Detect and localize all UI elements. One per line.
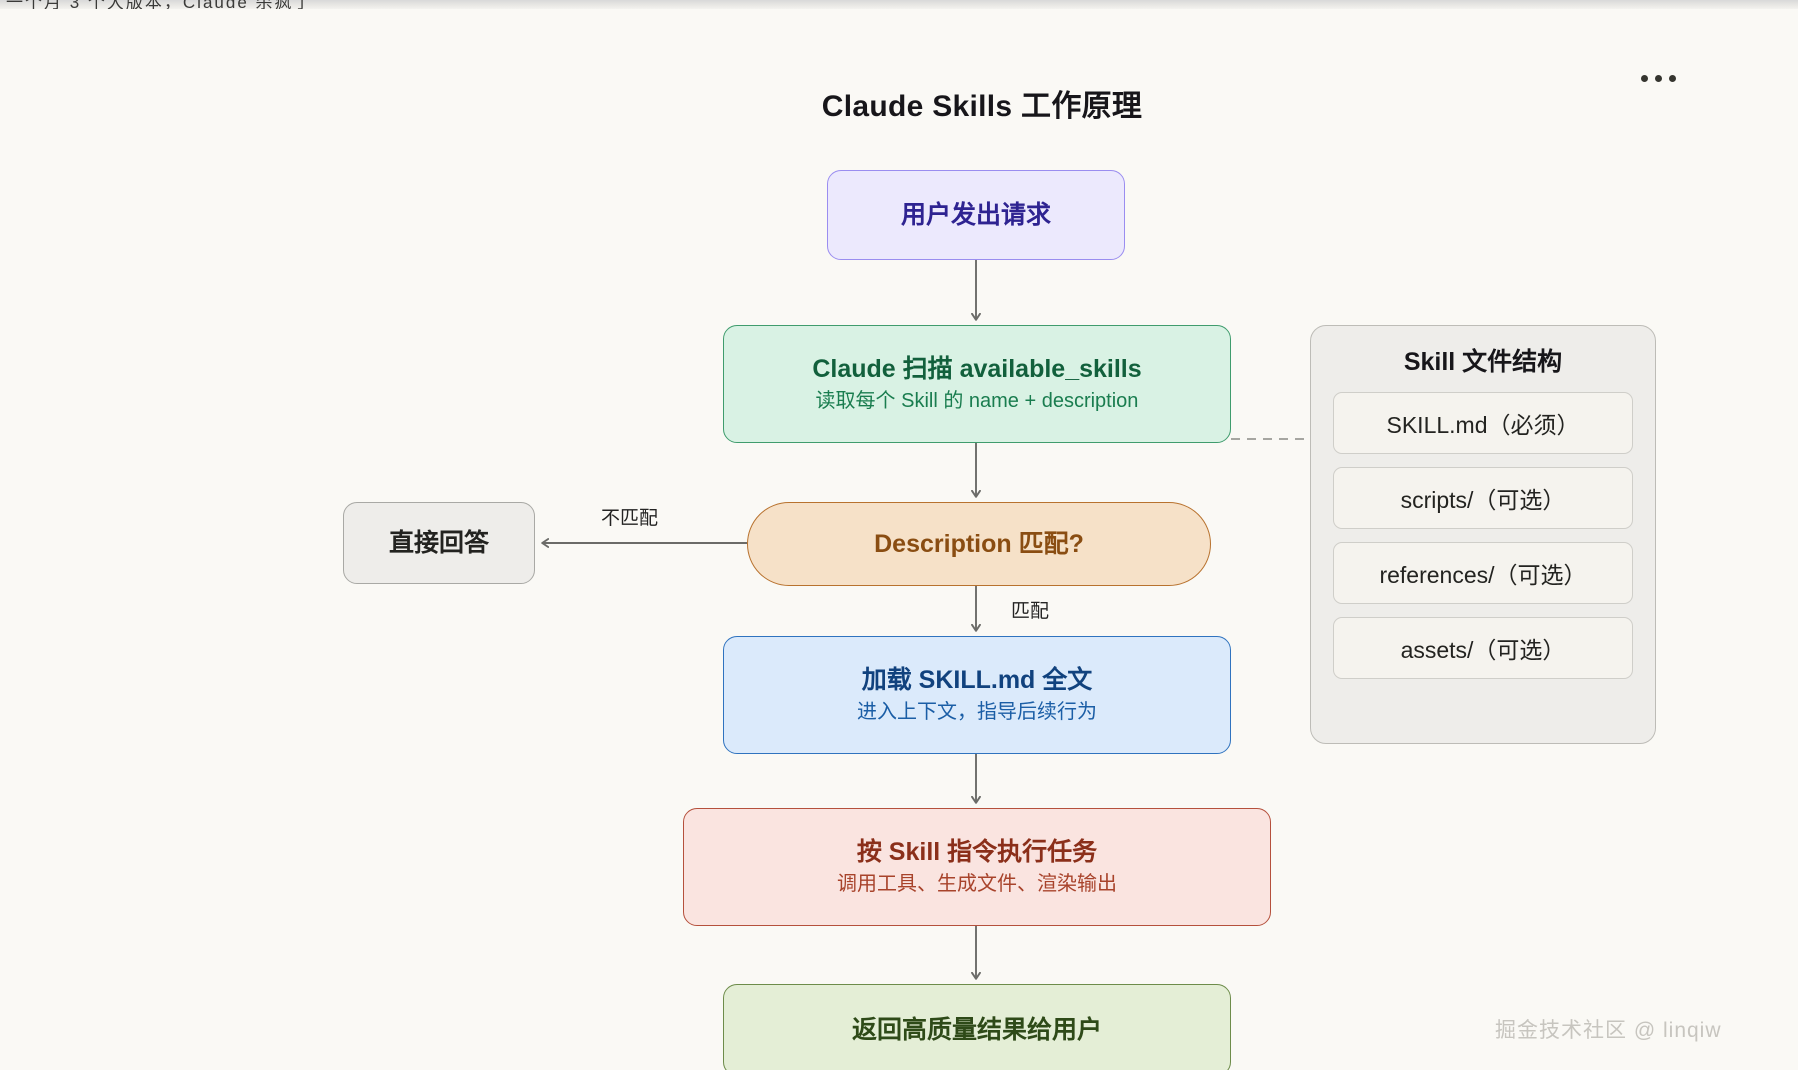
kebab-menu-icon[interactable] (1630, 65, 1686, 91)
diagram-canvas: Claude Skills 工作原理 用户发出请求 Claude 扫描 avai… (0, 9, 1798, 1070)
node-direct-answer-label: 直接回答 (388, 528, 489, 557)
file-item-assets[interactable]: assets/（可选） (1333, 617, 1633, 679)
edge-label-no-match: 不匹配 (601, 508, 659, 529)
node-load-skill-md[interactable]: 加载 SKILL.md 全文 进入上下文，指导后续行为 (723, 636, 1231, 754)
node-execute-task-subtitle: 调用工具、生成文件、渲染输出 (837, 873, 1117, 896)
node-load-skill-md-title: 加载 SKILL.md 全文 (861, 666, 1093, 695)
node-description-match-decision[interactable]: Description 匹配? (747, 502, 1211, 586)
node-claude-scan-skills[interactable]: Claude 扫描 available_skills 读取每个 Skill 的 … (723, 325, 1231, 443)
node-execute-task-title: 按 Skill 指令执行任务 (856, 838, 1098, 867)
kebab-dot-3 (1668, 74, 1676, 82)
node-user-request[interactable]: 用户发出请求 (827, 170, 1125, 260)
kebab-dot-2 (1654, 74, 1662, 82)
node-execute-task[interactable]: 按 Skill 指令执行任务 调用工具、生成文件、渲染输出 (683, 808, 1271, 926)
node-direct-answer[interactable]: 直接回答 (343, 502, 535, 584)
cut-off-title-text: 一个月 3 个大版本，Claude 杀疯了 (6, 0, 313, 9)
edge-label-match: 匹配 (1011, 601, 1050, 622)
node-user-request-label: 用户发出请求 (900, 200, 1051, 229)
diagram-title: Claude Skills 工作原理 (0, 81, 1798, 125)
kebab-dot-1 (1640, 74, 1648, 82)
skill-file-structure-panel: Skill 文件结构 SKILL.md（必须） scripts/（可选） ref… (1310, 325, 1656, 744)
file-item-scripts[interactable]: scripts/（可选） (1333, 467, 1633, 529)
diagram-title-text: Claude Skills 工作原理 (821, 90, 1143, 123)
node-return-result-label: 返回高质量结果给用户 (851, 1015, 1102, 1044)
node-return-result[interactable]: 返回高质量结果给用户 (723, 984, 1231, 1070)
node-load-skill-md-subtitle: 进入上下文，指导后续行为 (857, 701, 1097, 724)
panel-title: Skill 文件结构 (1403, 348, 1563, 376)
node-claude-scan-skills-title: Claude 扫描 available_skills (812, 355, 1142, 384)
watermark: 掘金技术社区 @ linqiw (1495, 1019, 1722, 1042)
node-description-match-label: Description 匹配? (874, 529, 1084, 558)
cut-off-top-bar: 一个月 3 个大版本，Claude 杀疯了 (0, 0, 1798, 9)
node-claude-scan-skills-subtitle: 读取每个 Skill 的 name + description (815, 390, 1139, 413)
file-item-skill-md[interactable]: SKILL.md（必须） (1333, 392, 1633, 454)
file-item-references[interactable]: references/（可选） (1333, 542, 1633, 604)
